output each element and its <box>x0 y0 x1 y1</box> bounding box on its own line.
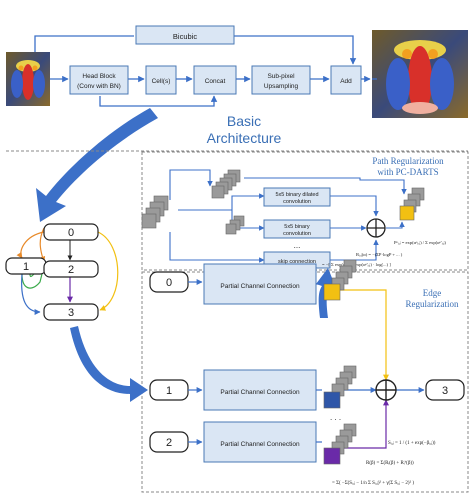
path-reg-formula-1: Pᵒᵢ,ⱼ = exp(αᵒᵢ,ⱼ) / Σ exp(αᵒ'ᵢ,ⱼ) <box>394 240 446 246</box>
path-reg-input-cubes <box>141 195 169 229</box>
pcc-label-0: Partial Channel Connection <box>220 283 300 290</box>
pcc-box-2: Partial Channel Connection <box>203 421 317 463</box>
top-flow-lines <box>34 35 377 107</box>
path-reg-mid-cubes <box>211 169 241 199</box>
cell-node-0-label: 0 <box>68 227 74 239</box>
edge-cubes-0 <box>323 259 357 301</box>
edge-reg-sum-node <box>375 379 397 401</box>
input-mandrill-image <box>6 52 50 106</box>
edge-input-0-label: 0 <box>166 277 172 289</box>
bicubic-box: Bicubic <box>135 25 235 45</box>
cell-node-2-label: 2 <box>68 264 74 276</box>
subpixel-box: Sub-pixel Upsampling <box>251 65 311 95</box>
edge-formula-1: Sᵢ,ⱼ = 1 / (1 + exp(−βᵢ,ⱼ)) <box>388 441 436 446</box>
edge-cubes-1 <box>323 365 357 409</box>
op-ellipsis: ... <box>294 241 301 250</box>
head-block-box: Head Block (Conv with BN) <box>69 65 129 95</box>
path-reg-output-cubes <box>399 187 425 221</box>
add-box: Add <box>330 65 362 95</box>
head-block-label-2: (Conv with BN) <box>77 83 121 90</box>
add-label: Add <box>340 78 352 85</box>
concat-label: Concat <box>205 78 226 85</box>
op-box-dilated: 5x5 binary dilated convolution <box>263 187 331 207</box>
edge-input-2-label: 2 <box>166 437 172 449</box>
cell-node-3 <box>43 303 99 321</box>
path-reg-title-1: Path Regularization <box>372 156 444 166</box>
edge-formula-2: R(β) = Σ(Rᵢ(β) + Rᵢᵇ(β)) <box>366 460 414 466</box>
basic-title-1: Basic <box>227 113 261 129</box>
concat-box: Concat <box>193 65 237 95</box>
path-reg-formula-2: Rᵢ,ⱼ(α) = −(ΣP·logP + ... ) <box>356 252 403 258</box>
cell-label: Cell(s) <box>152 78 171 85</box>
edge-input-0: 0 <box>149 271 189 293</box>
bicubic-label: Bicubic <box>173 32 197 41</box>
path-reg-title-2: with PC-DARTS <box>377 167 438 177</box>
head-block-label-1: Head Block <box>82 73 116 80</box>
output-mandrill-image <box>372 30 468 118</box>
path-reg-small-cubes <box>225 215 245 235</box>
edge-output-3: 3 <box>425 379 465 401</box>
edge-formula-3: = Σ( −Σ(Sᵢ,ⱼ − 1/n Σ Sᵢ,ⱼ)² + γ(Σ Sᵢ,ⱼ −… <box>332 480 414 486</box>
op-skip-label: skip connection <box>278 259 316 265</box>
cell-node-0 <box>43 223 99 241</box>
subpixel-label-1: Sub-pixel <box>267 73 295 80</box>
pcc-label-2: Partial Channel Connection <box>220 441 300 448</box>
edge-reg-title-2: Regularization <box>406 299 459 309</box>
edge-input-2: 2 <box>149 431 189 453</box>
edge-input-1-label: 1 <box>166 385 172 397</box>
zoom-arrow-left <box>36 108 158 222</box>
edge-input-1: 1 <box>149 379 189 401</box>
edge-output-label: 3 <box>442 385 448 397</box>
edge-reg-title-1: Edge <box>423 288 442 298</box>
cell-node-3-label: 3 <box>68 307 74 319</box>
path-reg-formula-3: = −[ Σ exp(αᵒᵢ,ⱼ)/Σexp(αᵒ'ᵢ,ⱼ) · log(...… <box>322 262 391 268</box>
pcc-box-0: Partial Channel Connection <box>203 263 317 305</box>
op-dilated-label-1: 5x5 binary dilated <box>275 192 318 198</box>
zoom-arrow-bottom <box>70 326 148 402</box>
subpixel-label-2: Upsampling <box>264 83 299 90</box>
edge-ellipsis: . . . <box>330 413 341 422</box>
cell-graph: 0 1 2 3 <box>5 223 119 321</box>
cell-node-1-label: 1 <box>23 261 29 273</box>
basic-title-2: Architecture <box>207 130 282 146</box>
pcc-label-1: Partial Channel Connection <box>220 389 300 396</box>
path-reg-flow-lines <box>169 169 407 263</box>
path-reg-sum-node <box>366 218 386 238</box>
op-box-binary: 5x5 binary convolution <box>263 219 331 239</box>
edge-cubes-2 <box>323 423 357 465</box>
op-dilated-label-2: convolution <box>283 199 311 205</box>
op-binary-label-1: 5x5 binary <box>284 224 310 230</box>
cell-node-2 <box>43 260 99 278</box>
pcc-box-1: Partial Channel Connection <box>203 369 317 411</box>
cell-box: Cell(s) <box>145 65 177 95</box>
op-binary-label-2: convolution <box>283 231 311 237</box>
